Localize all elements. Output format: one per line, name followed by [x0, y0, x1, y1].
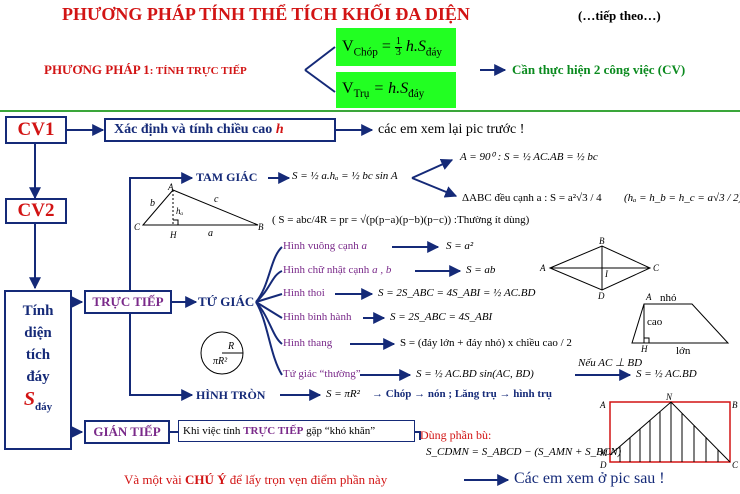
complement-vertex-a: A — [600, 400, 606, 410]
quad-item-rhombus: Hình thoi — [283, 287, 325, 299]
method-label: PHƯƠNG PHÁP 1 — [44, 62, 150, 77]
complement-figure — [609, 401, 731, 463]
triangle-side-c: c — [214, 194, 219, 205]
triangle-figure — [141, 189, 259, 226]
indirect-box: GIÁN TIẾP — [84, 420, 170, 444]
complement-vertex-b: B — [732, 400, 738, 410]
formula-tru-box: VTrụ = h.Sđáy — [336, 72, 456, 108]
quad-item-general: Tứ giác “thường” — [283, 368, 361, 380]
complement-vertex-m: M — [600, 448, 608, 458]
method-text: : TÍNH TRỰC TIẾP — [149, 65, 247, 77]
quad-item-square: Hình vuông cạnh a — [283, 240, 368, 252]
complement-vertex-n: N — [666, 392, 673, 402]
footer-note: Và một vài CHÚ Ý để lấy trọn vẹn điểm ph… — [124, 472, 388, 487]
quad-formula-square: S = a² — [446, 240, 474, 252]
circle-formula: S = πR² — [326, 388, 360, 400]
triangle-side-b: b — [150, 198, 155, 209]
triangle-height: hₐ — [176, 206, 184, 216]
cv1-note: các em xem lại pic trước ! — [378, 122, 525, 137]
quad-item-parallelogram: Hình bình hành — [283, 311, 352, 323]
quad-formula-rectangle: S = ab — [466, 264, 496, 276]
cv-note: Cần thực hiện 2 công việc (CV) — [512, 62, 686, 77]
rhombus-vertex-a: A — [540, 263, 546, 273]
triangle-vertex-a: A — [168, 182, 174, 192]
circle-chain: → Chóp → nón ; Lăng trụ → hình trụ — [372, 388, 553, 400]
perp-formula: S = ½ AC.BD — [636, 368, 697, 380]
rhombus-vertex-b: B — [599, 236, 605, 246]
circle-area-label: πR² — [213, 356, 228, 367]
circle-radius-label: R — [228, 341, 235, 352]
perp-note: Nếu AC ⊥ BD — [578, 357, 643, 369]
trapezoid-small-base: nhỏ — [660, 292, 677, 304]
rhombus-center-i: I — [605, 269, 608, 279]
base-area-box: Tính diện tích đáy Sđáy — [4, 290, 72, 450]
triangle-formula: S = ½ a.hₐ = ½ bc sin A — [292, 170, 398, 182]
indirect-desc: Khi việc tính TRỰC TIẾP gặp “khó khăn” — [178, 420, 415, 442]
triangle-label: TAM GIÁC — [196, 170, 258, 184]
quad-formula-general: S = ½ AC.BD sin(AC, BD) — [416, 368, 534, 380]
footer-next: Các em xem ở pic sau ! — [514, 470, 665, 487]
cv2-box: CV2 — [5, 198, 67, 224]
quad-formula-rhombus: S = 2S_ABC = 4S_ABI = ½ AC.BD — [378, 287, 536, 299]
triangle-side-a: a — [208, 228, 213, 239]
trapezoid-foot-h: H — [641, 344, 648, 354]
trapezoid-large-base: lớn — [676, 345, 691, 357]
page-subtitle: (…tiếp theo…) — [578, 8, 661, 23]
triangle-vertex-b: B — [258, 222, 264, 232]
triangle-other-formulas: ( S = abc/4R = pr = √(p(p−a)(p−b)(p−c)) … — [272, 214, 530, 226]
page-title: PHƯƠNG PHÁP TÍNH THỂ TÍCH KHỐI ĐA DIỆN — [62, 4, 470, 24]
rhombus-vertex-d: D — [598, 291, 605, 301]
rhombus-figure — [548, 245, 652, 291]
indirect-method: Dùng phần bù: — [420, 428, 492, 442]
quad-formula-trapezoid: S = (đáy lớn + đáy nhỏ) x chiều cao / 2 — [400, 337, 572, 349]
quad-formula-parallelogram: S = 2S_ABC = 4S_ABI — [390, 311, 493, 323]
triangle-equilateral-h: (hₐ = h_b = h_c = a√3 / 2) — [624, 192, 740, 204]
cv1-task: Xác định và tính chiều cao h — [104, 118, 336, 142]
trapezoid-height: cao — [647, 316, 663, 328]
rhombus-vertex-c: C — [653, 263, 660, 273]
trapezoid-figure — [631, 303, 730, 344]
complement-vertex-d: D — [600, 460, 607, 470]
circle-figure — [200, 331, 244, 375]
direct-box: TRỰC TIẾP — [84, 290, 172, 314]
method-heading: PHƯƠNG PHÁP 1: TÍNH TRỰC TIẾP — [44, 62, 247, 78]
triangle-equilateral: ΔABC đều cạnh a : S = a²√3 / 4 — [462, 192, 602, 204]
quad-label: TỨ GIÁC — [198, 294, 255, 309]
formula-tru: VTrụ = h.Sđáy — [342, 80, 425, 101]
triangle-foot-h: H — [170, 230, 177, 240]
triangle-vertex-c: C — [134, 222, 141, 232]
triangle-right-formula: A = 90⁰ : S = ½ AC.AB = ½ bc — [460, 151, 598, 163]
complement-vertex-c: C — [732, 460, 739, 470]
indirect-formula: S_CDMN = S_ABCD − (S_AMN + S_BCN) — [426, 446, 622, 458]
circle-label: HÌNH TRÒN — [196, 388, 266, 402]
cv1-box: CV1 — [5, 116, 67, 144]
quad-item-rectangle: Hình chữ nhật cạnh a , b — [283, 264, 392, 276]
trapezoid-vertex-a: A — [646, 292, 652, 302]
quad-item-trapezoid: Hình thang — [283, 337, 333, 349]
